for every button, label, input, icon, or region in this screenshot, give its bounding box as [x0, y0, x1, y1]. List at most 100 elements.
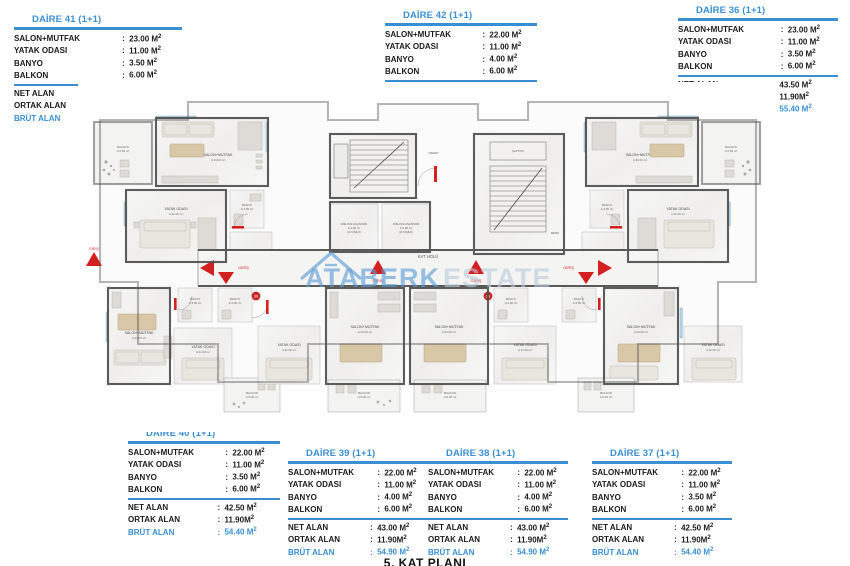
unit-totals-table: NET ALAN : 43.00 M2 ORTAK ALAN : 11.90M2… — [288, 522, 428, 559]
svg-text:A:6.00 m²: A:6.00 m² — [600, 395, 613, 399]
table-row: BRÜT ALAN : 54.90 M2 — [428, 547, 568, 559]
svg-text:A:6.00 m²: A:6.00 m² — [725, 149, 738, 153]
svg-text:BALKON: BALKON — [117, 145, 129, 149]
colon: : — [225, 448, 229, 458]
total-value: 55.40 M2 — [779, 104, 812, 114]
room-value: 22.00 M2 — [489, 29, 522, 40]
colon: : — [217, 515, 221, 525]
svg-text:GİRİŞ: GİRİŞ — [373, 278, 384, 283]
room-label: SALON+MUTFAK — [288, 468, 354, 478]
svg-text:KAT HOLÜ: KAT HOLÜ — [418, 254, 439, 259]
total-label: BRÜT ALAN — [14, 113, 61, 123]
table-row: BRÜT ALAN : 54.40 M2 — [592, 547, 732, 559]
unit-info-daire-38: DAİRE 38 (1+1) SALON+MUTFAK : 22.00 M2 Y… — [428, 448, 568, 559]
room-value: 6.00 M2 — [129, 70, 157, 81]
svg-text:ŞAFT/SK: ŞAFT/SK — [512, 149, 524, 153]
svg-text:SALON+MUTFAK: SALON+MUTFAK — [125, 331, 154, 335]
table-row: BANYO : 3.50 M2 — [14, 58, 182, 70]
total-label: BRÜT ALAN — [128, 527, 175, 537]
unit-room-table: SALON+MUTFAK : 23.00 M2 YATAK ODASI : 11… — [678, 24, 838, 73]
entrance-arrow-center: GİRİŞ — [370, 260, 386, 283]
svg-text:YATAK ODASI: YATAK ODASI — [164, 207, 187, 211]
svg-text:A:11.00 m²: A:11.00 m² — [518, 348, 532, 352]
svg-text:YATAK ODASI: YATAK ODASI — [277, 343, 300, 347]
entrance-arrow-left: GİRİŞ — [200, 260, 249, 284]
svg-text:YATAK ODASI: YATAK ODASI — [666, 207, 689, 211]
colon: : — [225, 484, 229, 494]
table-row: BALKON : 6.00 M2 — [428, 504, 568, 516]
svg-text:A:11.00 m²: A:11.00 m² — [169, 212, 183, 216]
table-row: SALON+MUTFAK : 23.00 M2 — [14, 33, 182, 45]
colon: : — [681, 468, 684, 478]
colon: : — [510, 547, 513, 557]
room-value: 23.00 M2 — [129, 33, 162, 44]
unit-title: DAİRE 37 (1+1) — [610, 448, 680, 459]
colon: : — [377, 492, 380, 502]
room-value: 3.50 M2 — [129, 58, 157, 68]
colon: : — [681, 504, 684, 514]
table-row: NET ALAN : 43.00 M2 — [288, 522, 428, 534]
colon: : — [780, 49, 784, 59]
colon: : — [681, 480, 684, 490]
room-label: SALON+MUTFAK — [428, 468, 494, 478]
table-row: SALON+MUTFAK : 22.00 M2 — [288, 467, 428, 479]
svg-text:BANYO: BANYO — [242, 203, 253, 207]
total-label: NET ALAN — [14, 89, 55, 99]
table-row: YATAK ODASI : 11.00 M2 — [128, 459, 280, 471]
total-value: 43.00 M2 — [377, 522, 410, 533]
room-value: 11.00 M2 — [129, 45, 161, 56]
unit-title: DAİRE 36 (1+1) — [696, 5, 766, 16]
unit-info-daire-37: DAİRE 37 (1+1) SALON+MUTFAK : 22.00 M2 Y… — [592, 448, 732, 559]
svg-text:A:3.50 m²: A:3.50 m² — [189, 301, 202, 305]
table-row: SALON+MUTFAK : 23.00 M2 — [678, 24, 838, 36]
svg-text:DİŞLİSİZ ASANSÖR: DİŞLİSİZ ASANSÖR — [341, 221, 368, 226]
total-value: 43.00 M2 — [517, 522, 550, 533]
svg-text:A:6.00 m²: A:6.00 m² — [246, 395, 259, 399]
colon: : — [510, 523, 513, 533]
svg-text:A:6.00 m²: A:6.00 m² — [358, 395, 371, 399]
room-value: 22.00 M2 — [688, 467, 721, 478]
table-row: NET ALAN : 42.50 M2 — [128, 502, 280, 514]
svg-text:A:23.00 m²: A:23.00 m² — [633, 158, 647, 162]
unit-totals-table: NET ALAN : 42.50 M2 ORTAK ALAN : 11.90M2… — [592, 522, 732, 559]
svg-text:SALON+MUTFAK: SALON+MUTFAK — [435, 325, 464, 329]
svg-text:SALON+MUTFAK: SALON+MUTFAK — [204, 153, 233, 157]
svg-text:BALKON: BALKON — [444, 391, 456, 395]
unit-room-table: SALON+MUTFAK : 22.00 M2 YATAK ODASI : 11… — [128, 447, 280, 496]
colon: : — [780, 61, 784, 71]
svg-text:GİRİŞ: GİRİŞ — [238, 265, 249, 270]
room-label: BALKON — [428, 504, 463, 514]
svg-text:A:11.00 m²: A:11.00 m² — [282, 348, 296, 352]
svg-text:GİRİŞ: GİRİŞ — [563, 265, 574, 270]
colon: : — [780, 25, 784, 35]
room-label: YATAK ODASI — [14, 46, 68, 56]
total-label: BRÜT ALAN — [428, 547, 475, 557]
room-label: BANYO — [288, 492, 317, 502]
total-label: ORTAK ALAN — [128, 515, 180, 525]
title-rule — [428, 461, 568, 464]
room-label: YATAK ODASI — [678, 37, 732, 47]
room-value: 22.00 M2 — [384, 467, 417, 478]
colon: : — [217, 503, 221, 513]
table-row: NET ALAN : 43.00 M2 — [428, 522, 568, 534]
table-row: BRÜT ALAN : 54.90 M2 — [288, 547, 428, 559]
unit-room-table: SALON+MUTFAK : 23.00 M2 YATAK ODASI : 11… — [14, 33, 182, 82]
total-value: 54.90 M2 — [517, 547, 550, 557]
svg-text:A:4.00 m²: A:4.00 m² — [505, 301, 518, 305]
svg-text:BANYO: BANYO — [506, 297, 517, 301]
room-label: YATAK ODASI — [128, 460, 182, 470]
room-label: YATAK ODASI — [428, 480, 482, 490]
total-value: 11.90M2 — [377, 535, 407, 545]
room-value: 11.00 M2 — [232, 459, 265, 470]
svg-text:A:22.00 m²: A:22.00 m² — [442, 330, 456, 334]
colon: : — [510, 535, 513, 545]
table-row: BANYO : 4.00 M2 — [385, 54, 537, 66]
room-label: BALKON — [592, 504, 627, 514]
colon: : — [217, 527, 221, 537]
total-value: 11.90M2 — [779, 92, 810, 102]
room-label: BANYO — [428, 492, 457, 502]
room-label: YATAK ODASI — [385, 42, 439, 52]
room-value: 22.00 M2 — [232, 447, 265, 458]
table-row: BALKON : 6.00 M2 — [385, 66, 537, 78]
